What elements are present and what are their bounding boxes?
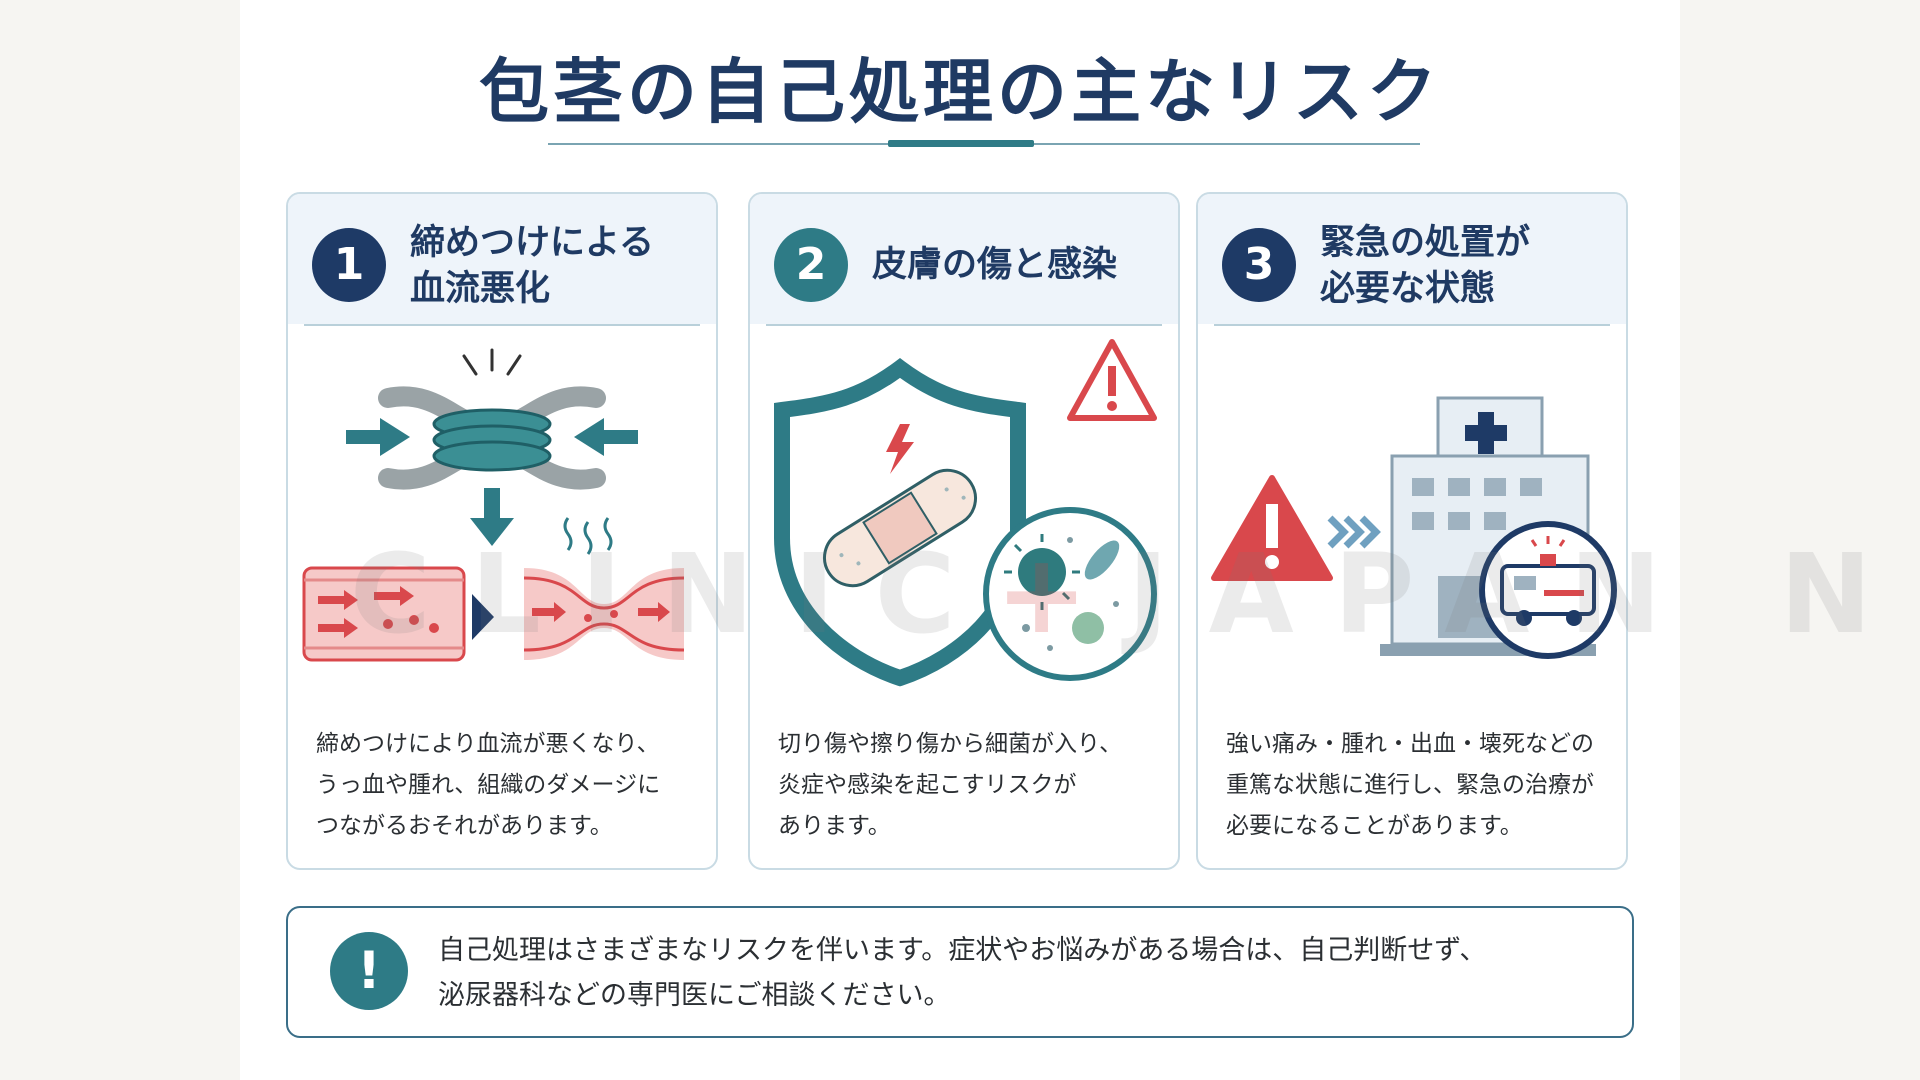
compress-arrows-icon <box>346 418 638 456</box>
constriction-illustration <box>302 348 685 662</box>
narrowed-vessel-icon <box>523 517 685 660</box>
bacteria-icon <box>983 507 1157 681</box>
card-number-badge: 1 <box>312 228 386 302</box>
title-divider-accent <box>888 140 1034 147</box>
ring-icon <box>432 408 552 472</box>
infection-illustration <box>774 339 1157 687</box>
transition-arrow-icon <box>472 594 494 640</box>
watermark-tail: NET <box>1779 530 1920 658</box>
infographic: 包茎の自己処理の主なリスク 1 締めつけによる 血流悪化 <box>240 0 1920 1080</box>
card-title: 締めつけによる 血流悪化 <box>410 223 654 309</box>
card-title: 皮膚の傷と感染 <box>872 245 1118 285</box>
bandage-icon <box>823 468 977 588</box>
advice-notice: ! 自己処理はさまざまなリスクを伴います。症状やお悩みがある場合は、自己判断せず… <box>286 906 1634 1038</box>
risk-card-infection: 2 皮膚の傷と感染 <box>748 192 1180 870</box>
card-description: 切り傷や擦り傷から細菌が入り、 炎症や感染を起こすリスクが あります。 <box>778 731 1123 839</box>
lightning-icon <box>886 424 914 474</box>
page-title: 包茎の自己処理の主なリスク <box>479 51 1441 133</box>
card-number-badge: 3 <box>1222 228 1296 302</box>
tension-lines-icon <box>462 348 522 376</box>
down-arrow-icon <box>470 488 514 546</box>
exclamation-icon: ! <box>330 932 408 1010</box>
card-header-divider <box>766 324 1162 326</box>
emergency-illustration <box>1211 396 1617 659</box>
card-title: 緊急の処置が 必要な状態 <box>1320 223 1531 309</box>
pain-wave-icon <box>563 517 613 555</box>
card-description: 強い痛み・腫れ・出血・壊死などの 重篤な状態に進行し、緊急の治療が 必要になるこ… <box>1226 731 1594 839</box>
warning-triangle-icon <box>1067 339 1157 421</box>
normal-vessel-icon <box>302 566 466 662</box>
card-description: 締めつけにより血流が悪くなり、 うっ血や腫れ、組織のダメージに つながるおそれが… <box>316 731 661 839</box>
card-number-badge: 2 <box>774 228 848 302</box>
card-header-divider <box>1214 324 1610 326</box>
chevrons-icon <box>1327 515 1381 549</box>
card-header-divider <box>304 324 700 326</box>
risk-card-emergency: 3 緊急の処置が 必要な状態 <box>1196 192 1628 870</box>
notice-text: 自己処理はさまざまなリスクを伴います。症状やお悩みがある場合は、自己判断せず、 … <box>438 935 1487 1011</box>
ambulance-icon <box>1479 521 1617 659</box>
warning-triangle-icon <box>1211 475 1333 581</box>
risk-card-blood-flow: 1 締めつけによる 血流悪化 <box>286 192 718 870</box>
